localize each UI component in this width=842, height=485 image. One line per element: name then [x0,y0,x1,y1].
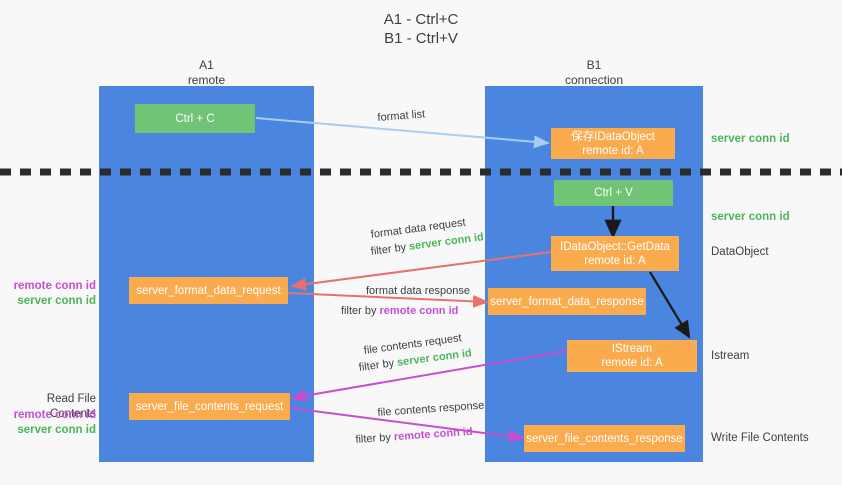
label-format-remote-conn-id: remote conn id [13,280,96,292]
filter-prefix: filter by [341,305,380,317]
label-file-server-conn-id: server conn id [17,424,96,436]
box-server-file-contents-request[interactable]: server_file_contents_request [129,393,290,420]
label-format-conn-ids: remote conn id server conn id [12,279,96,309]
arrow-label-format-data-response: format data response [366,285,470,297]
diagram-title: A1 - Ctrl+C B1 - Ctrl+V [383,11,459,47]
label-istream: Istream [711,350,750,362]
box-save-idataobject[interactable]: 保存IDataObject remote id: A [551,128,675,159]
box-server-format-data-request[interactable]: server_format_data_request [129,277,288,304]
label-format-server-conn-id: server conn id [17,295,96,307]
arrow-label-file-contents-response: file contents response [377,399,485,419]
filter-value-remote-conn-id: remote conn id [393,425,473,444]
filter-prefix: filter by [370,240,410,258]
box-server-format-data-response[interactable]: server_format_data_response [488,288,646,315]
filter-value-remote-conn-id: remote conn id [379,305,459,317]
arrow-label-format-data-response-filter: filter by remote conn id [341,304,458,319]
label-read-file-contents: Read File Contents [46,393,96,420]
box-ctrl-c[interactable]: Ctrl + C [135,104,255,133]
lane-header-b1: B1 connection [564,58,624,87]
arrow-label-format-list: format list [377,108,426,124]
filter-prefix: filter by [358,356,398,374]
label-server-conn-id-mid: server conn id [711,211,790,223]
label-dataobject: DataObject [711,246,769,258]
label-server-conn-id-top: server conn id [711,133,790,145]
lane-header-a1: A1 remote [187,58,226,87]
box-idataobject-getdata[interactable]: IDataObject::GetData remote id: A [551,236,679,271]
arrow-label-file-contents-response-filter: filter by remote conn id [355,425,473,448]
box-istream[interactable]: IStream remote id: A [567,340,697,372]
box-server-file-contents-response[interactable]: server_file_contents_response [524,425,685,452]
box-ctrl-v[interactable]: Ctrl + V [554,180,673,206]
label-file-remote-conn-id: remote conn id [13,409,96,421]
label-write-file-contents: Write File Contents [711,432,809,444]
label-file-conn-ids: remote conn id server conn id [12,408,96,438]
filter-prefix: filter by [355,431,395,446]
